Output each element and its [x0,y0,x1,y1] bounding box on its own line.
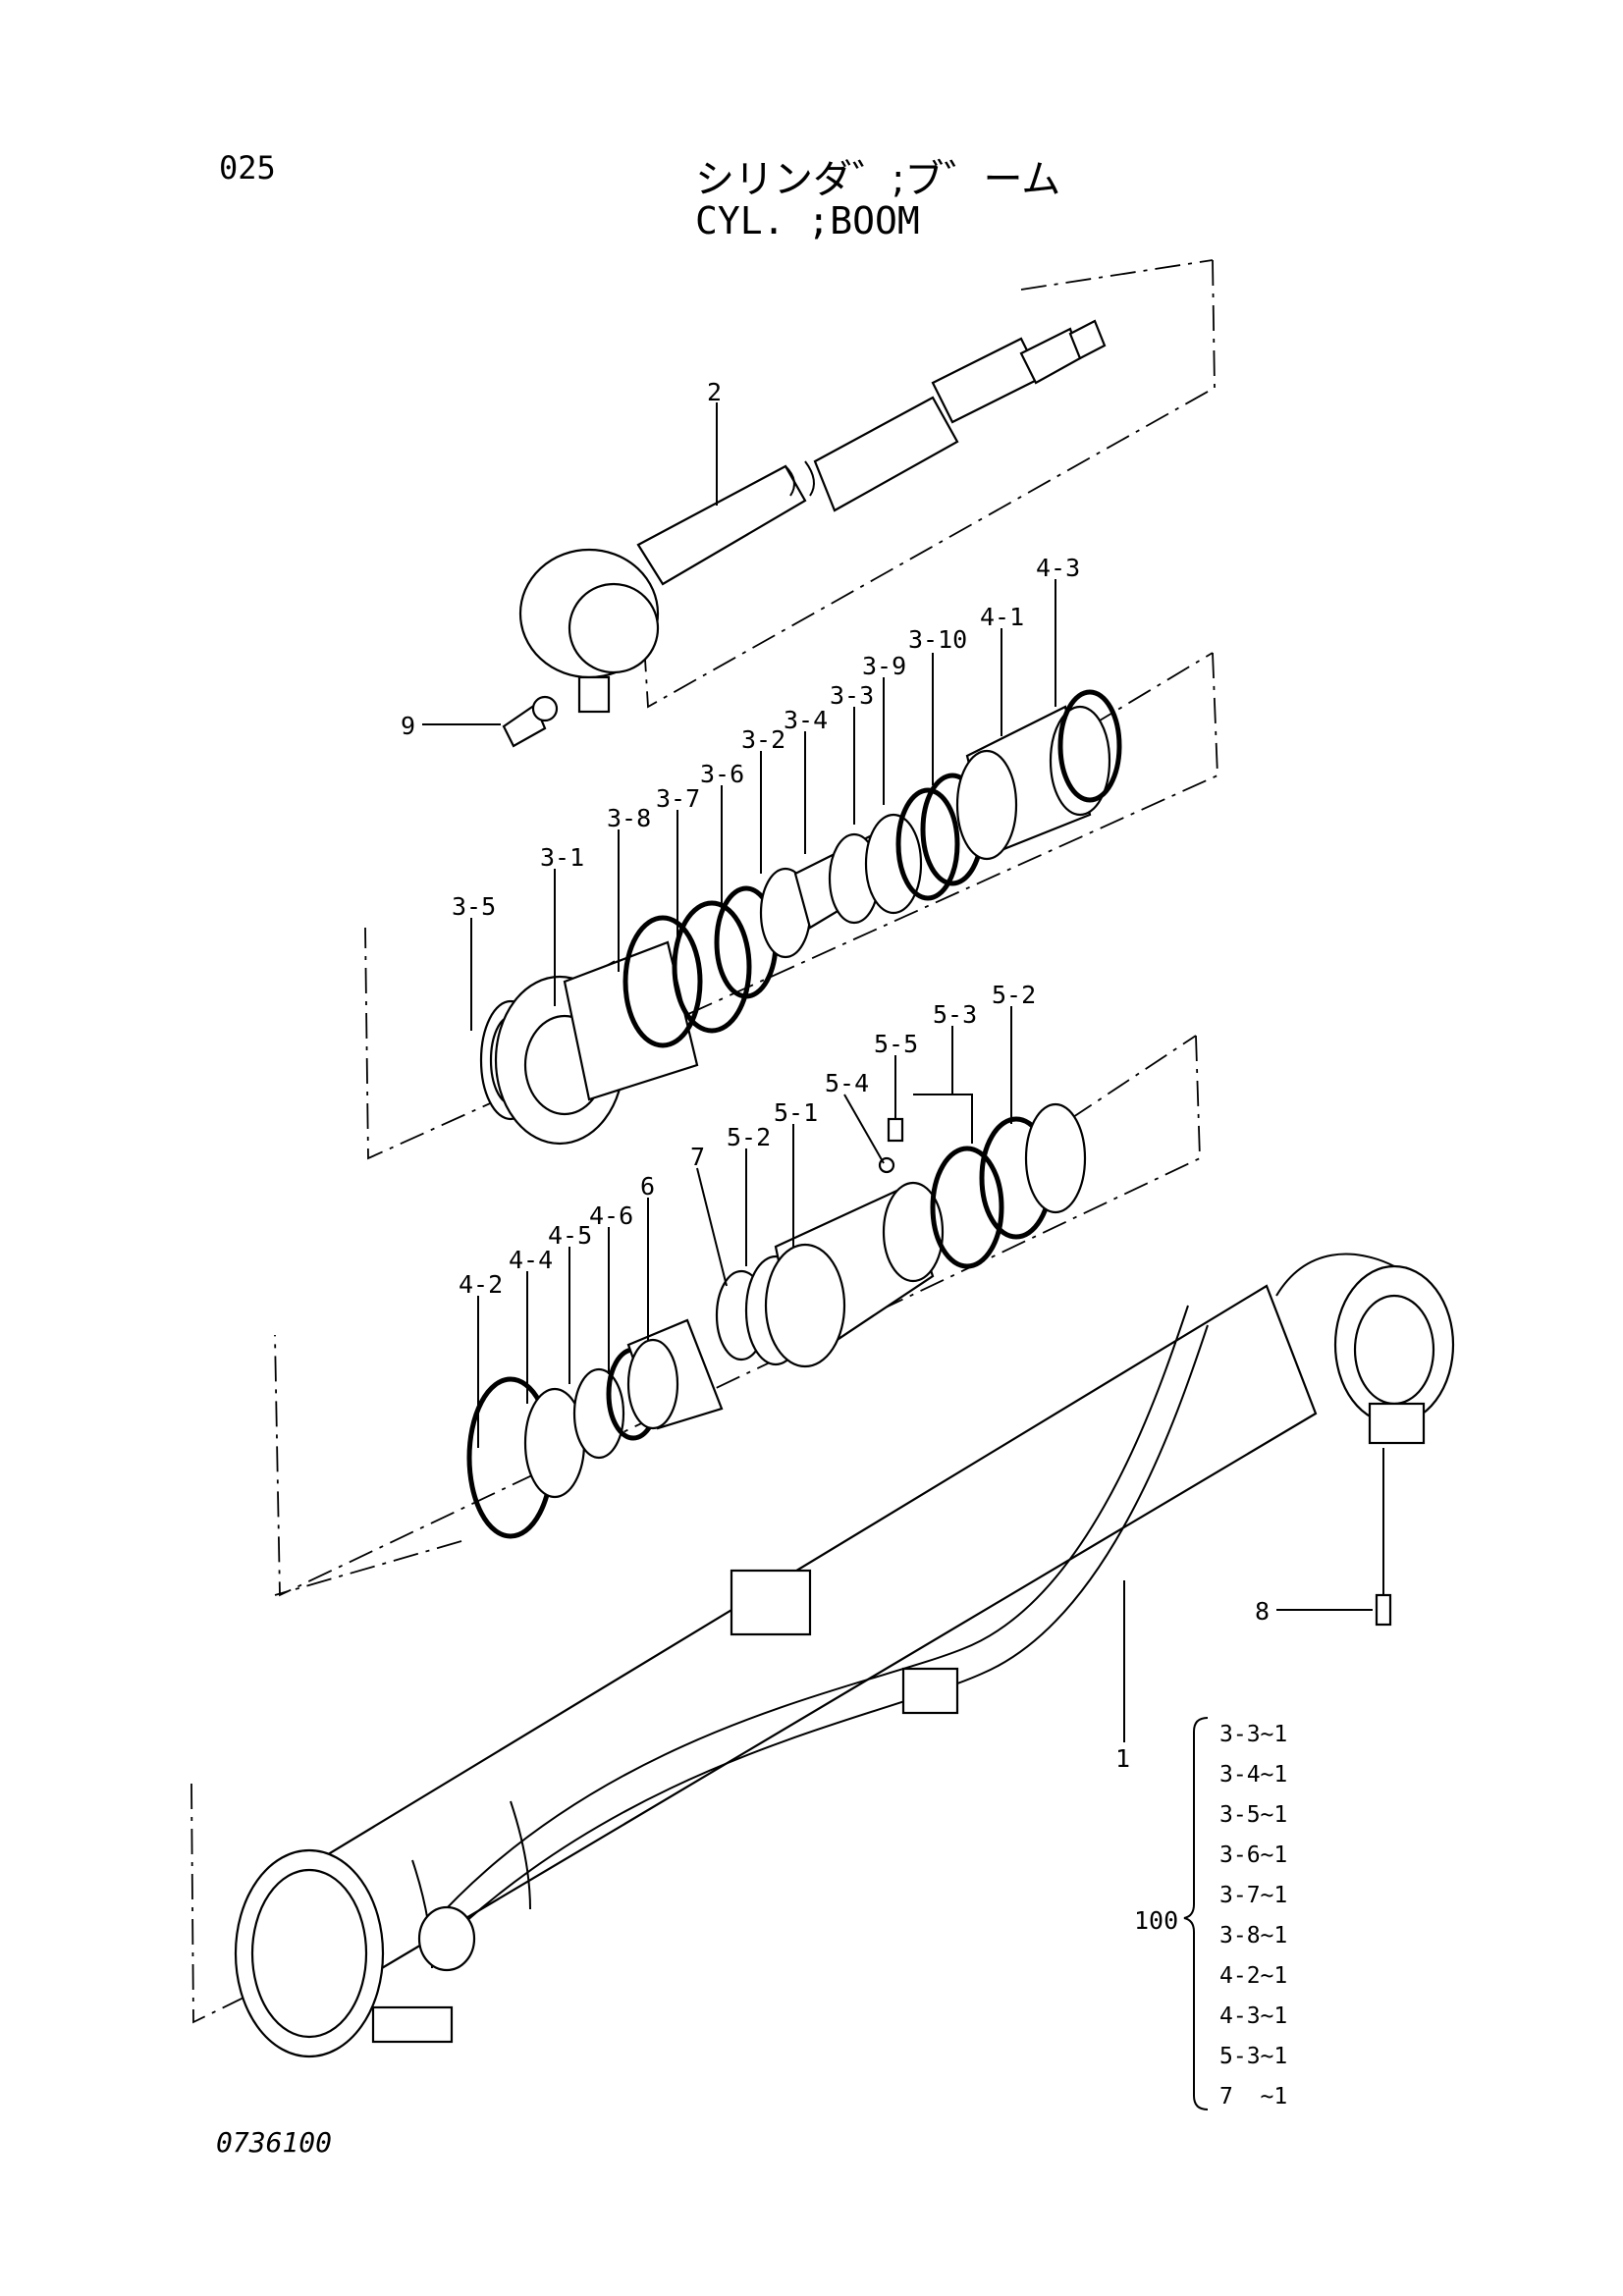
seal-kit-item: 3-4~1 [1219,1762,1287,1788]
callout-3-6: 3-6 [700,760,744,788]
title-english: CYL. ;BOOM [695,199,920,242]
callout-2: 2 [707,378,722,406]
callout-5-3: 5-3 [933,1000,977,1029]
callout-4-5: 4-5 [548,1221,592,1250]
callout-9: 9 [401,712,415,740]
page-number: 025 [219,149,276,187]
grease-fitting-8 [1375,1448,1392,1627]
callout-4-1: 4-1 [980,603,1024,631]
seal-kit-item: 3-7~1 [1219,1883,1287,1908]
callout-1: 1 [1115,1744,1130,1773]
callout-6: 6 [640,1172,655,1201]
callout-5-2-upper: 5-2 [992,981,1036,1009]
callout-4-4: 4-4 [509,1246,553,1274]
seal-kit-item: 4-3~1 [1219,2003,1287,2029]
seal-kit-label: 100 [1134,1906,1178,1935]
seal-kit-item: 7 ~1 [1219,2084,1287,2109]
piston-group [466,1102,1087,1539]
callout-7: 7 [690,1143,705,1171]
seal-kit-item: 4-2~1 [1219,1963,1287,1989]
seal-kit-brace [1183,1717,1209,2110]
callout-4-6: 4-6 [589,1201,633,1230]
title-japanese: シリンダ゛;ブ゛ーム [695,157,1061,202]
callout-4-3: 4-3 [1036,554,1080,582]
callout-5-5: 5-5 [874,1030,918,1058]
callout-4-2: 4-2 [459,1270,503,1299]
callout-5-2-lower: 5-2 [727,1123,771,1151]
seal-kit-item: 3-5~1 [1219,1802,1287,1828]
seal-kit-item: 3-3~1 [1219,1722,1287,1747]
leader-lines [422,402,1373,1742]
callout-3-5: 3-5 [452,892,496,921]
grease-fitting-9 [502,695,559,748]
seal-kit-item: 3-8~1 [1219,1923,1287,1949]
callout-3-2: 3-2 [741,725,785,754]
callout-3-1: 3-1 [540,843,584,872]
seal-kit-item: 5-3~1 [1219,2044,1287,2069]
callout-3-9: 3-9 [862,652,906,680]
callout-3-4: 3-4 [784,706,828,734]
seal-kit-item: 3-6~1 [1219,1842,1287,1868]
callout-3-8: 3-8 [607,804,651,832]
callout-labels: 2 9 4-3 4-1 3-10 3-9 3-3 3-4 3-2 3-6 3-7… [401,378,1270,1773]
cylinder-tube [234,1253,1455,2058]
callout-3-7: 3-7 [656,784,700,813]
callout-8: 8 [1255,1597,1270,1626]
drawing-number: 0736100 [216,2126,333,2159]
rod-cover-group [479,689,1122,1146]
callout-5-1: 5-1 [774,1098,818,1127]
callout-3-3: 3-3 [830,681,874,710]
piston-rod [518,319,1107,714]
callout-5-4: 5-4 [825,1069,869,1097]
callout-3-10: 3-10 [908,625,967,654]
seal-kit-list: 100 3-3~1 3-4~1 3-5~1 3-6~1 3-7~1 3-8~1 … [1134,1717,1287,2110]
